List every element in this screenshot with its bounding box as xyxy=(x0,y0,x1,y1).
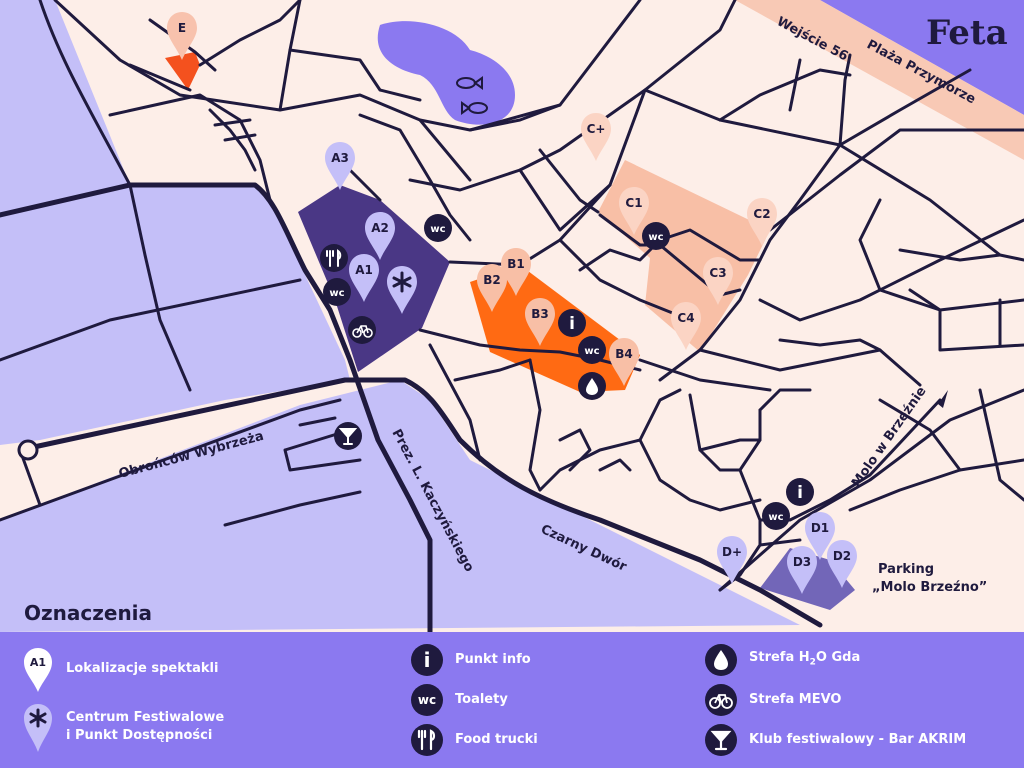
pin-b4[interactable]: B4 xyxy=(609,338,639,386)
water-drop-icon xyxy=(705,644,737,676)
pin-b2[interactable]: B2 xyxy=(477,264,507,312)
pin-d2[interactable]: D2 xyxy=(827,540,857,588)
wc-icon[interactable]: wc xyxy=(323,278,351,306)
legend-centrum-line2: i Punkt Dostępności xyxy=(66,728,213,743)
wc-icon[interactable]: wc xyxy=(424,214,452,242)
wc-icon-label: wc xyxy=(584,346,599,357)
legend-item-lokalizacje: A1 Lokalizacje spektakli xyxy=(22,646,218,692)
wc-icon[interactable]: wc xyxy=(762,502,790,530)
pin-c3[interactable]: C3 xyxy=(703,257,733,305)
legend-sample-pin-label: A1 xyxy=(30,656,46,669)
pin-e[interactable]: E xyxy=(167,12,197,60)
legend-title: Oznaczenia xyxy=(24,601,153,625)
pin-a1-label: A1 xyxy=(355,263,373,277)
pin-c2-label: C2 xyxy=(753,207,770,221)
legend-item-mevo: Strefa MEVO xyxy=(705,684,841,716)
pin-b1-label: B1 xyxy=(507,257,525,271)
arrow-icon xyxy=(938,390,948,408)
info-icon: i xyxy=(411,644,443,676)
parking-label-line1: Parking xyxy=(878,562,934,577)
asterisk-pin-icon xyxy=(24,704,52,752)
pin-centrum[interactable] xyxy=(387,266,417,314)
info-icon-label: i xyxy=(797,483,803,503)
pin-a2-label: A2 xyxy=(371,221,389,235)
pin-c4-label: C4 xyxy=(677,311,694,325)
legend-item-info: i Punkt info xyxy=(411,644,531,676)
legend-h2o-pre: Strefa H xyxy=(749,649,810,665)
legend-panel: A1 Lokalizacje spektakli Centrum Festiwa… xyxy=(0,632,1024,768)
legend-h2o-sub: 2 xyxy=(809,657,816,668)
food-truck-icon[interactable] xyxy=(320,244,348,272)
wc-icon[interactable]: wc xyxy=(578,336,606,364)
beach xyxy=(735,0,1024,160)
pin-d2-label: D2 xyxy=(833,549,851,563)
wc-icon-label: wc xyxy=(648,232,663,243)
pin-a1[interactable]: A1 xyxy=(349,254,379,302)
pin-b2-label: B2 xyxy=(483,273,501,287)
legend-mevo-label: Strefa MEVO xyxy=(749,692,842,707)
port-water-south xyxy=(0,380,800,632)
wc-icon-label: wc xyxy=(768,512,783,523)
legend-toalety-label: Toalety xyxy=(455,692,508,707)
parking-label-line2: „Molo Brzeźno” xyxy=(872,580,987,595)
pin-b3[interactable]: B3 xyxy=(525,298,555,346)
pin-d3[interactable]: D3 xyxy=(787,546,817,594)
legend-klub-label: Klub festiwalowy - Bar AKRIM xyxy=(749,732,967,747)
water-drop-icon[interactable] xyxy=(578,372,606,400)
cocktail-icon[interactable] xyxy=(334,422,362,450)
legend-item-klub: Klub festiwalowy - Bar AKRIM xyxy=(705,724,966,756)
brand-logo: Feta xyxy=(926,13,1008,53)
wc-icon: wc xyxy=(411,684,443,716)
pin-d1[interactable]: D1 xyxy=(805,512,835,560)
legend-centrum-line1: Centrum Festiwalowe xyxy=(66,710,225,725)
asterisk-icon xyxy=(392,271,412,293)
legend-item-h2o: Strefa H2O Gda xyxy=(705,644,860,676)
pin-a3[interactable]: A3 xyxy=(325,142,355,190)
port-water-west xyxy=(0,0,350,445)
info-icon[interactable]: i xyxy=(558,309,586,337)
pin-dplus[interactable]: D+ xyxy=(717,536,747,584)
legend-wc-icon-label: wc xyxy=(418,693,436,707)
wc-icon[interactable]: wc xyxy=(642,222,670,250)
wc-icon-label: wc xyxy=(430,224,445,235)
pin-a2[interactable]: A2 xyxy=(365,212,395,260)
pin-cplus[interactable]: C+ xyxy=(581,113,611,161)
legend-lokalizacje-label: Lokalizacje spektakli xyxy=(66,661,219,676)
pond xyxy=(377,21,515,125)
legend-info-icon-label: i xyxy=(424,648,431,672)
cocktail-icon xyxy=(705,724,737,756)
food-truck-icon xyxy=(411,724,443,756)
fish-icon xyxy=(456,76,488,115)
pin-c1-label: C1 xyxy=(625,196,642,210)
pin-b4-label: B4 xyxy=(615,347,633,361)
wc-icon-label: wc xyxy=(329,288,344,299)
legend-item-toalety: wc Toalety xyxy=(411,684,508,716)
pin-c4[interactable]: C4 xyxy=(671,302,701,350)
pin-cplus-label: C+ xyxy=(587,122,606,136)
pin-c3-label: C3 xyxy=(709,266,726,280)
pin-a3-label: A3 xyxy=(331,151,349,165)
pin-e-label: E xyxy=(178,21,186,35)
info-icon-label: i xyxy=(569,314,575,334)
legend-item-centrum: Centrum Festiwalowe i Punkt Dostępności xyxy=(22,702,224,752)
legend-food-label: Food trucki xyxy=(455,732,538,747)
legend-item-food: Food trucki xyxy=(411,724,538,756)
pin-dplus-label: D+ xyxy=(722,545,742,559)
roads xyxy=(0,0,1024,635)
info-icon[interactable]: i xyxy=(786,478,814,506)
pin-c2[interactable]: C2 xyxy=(747,198,777,246)
pin-b1[interactable]: B1 xyxy=(501,248,531,296)
zone-e xyxy=(165,52,200,90)
location-pin-icon: A1 xyxy=(24,648,52,692)
legend-h2o-label: Strefa H2O Gda xyxy=(749,649,860,672)
pin-c1[interactable]: C1 xyxy=(619,187,649,235)
pin-d3-label: D3 xyxy=(793,555,811,569)
legend-info-label: Punkt info xyxy=(455,652,531,667)
legend-h2o-post: O Gda xyxy=(815,649,861,665)
bike-icon[interactable] xyxy=(348,316,376,344)
pin-d1-label: D1 xyxy=(811,521,829,535)
pin-b3-label: B3 xyxy=(531,307,549,321)
bike-icon xyxy=(705,684,737,716)
